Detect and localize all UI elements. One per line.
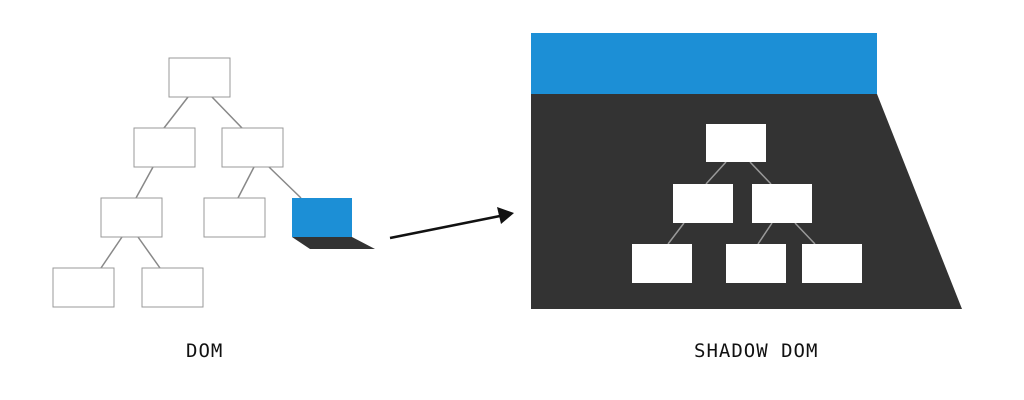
arrow-shaft (389, 214, 501, 240)
shadow-edge (757, 222, 773, 245)
shadow-node (802, 244, 862, 283)
shadow-edge (705, 161, 727, 185)
dom-node (221, 127, 284, 168)
dom-node-root (168, 57, 231, 98)
shadow-edge (667, 222, 685, 245)
dom-node (100, 197, 163, 238)
dom-edge (237, 166, 255, 199)
shadow-dom-label: SHADOW DOM (694, 340, 819, 362)
dom-label: DOM (186, 340, 224, 362)
shadow-host-shadow (292, 237, 375, 249)
shadow-node (632, 244, 692, 283)
dom-edge (268, 166, 302, 199)
dom-node (203, 197, 266, 238)
shadow-dom (531, 33, 962, 309)
shadow-node (726, 244, 786, 283)
shadow-tree-edges (667, 161, 816, 245)
shadow-node (752, 184, 812, 223)
shadow-header-bar (531, 33, 877, 94)
dom-tree (52, 57, 375, 308)
dom-tree-edges (100, 96, 302, 269)
dom-edge (163, 96, 189, 129)
shadow-tree-nodes (632, 124, 862, 283)
shadow-node (673, 184, 733, 223)
dom-edge (137, 236, 161, 269)
shadow-edge (794, 222, 816, 245)
dom-tree-nodes (52, 57, 284, 308)
dom-node (52, 267, 115, 308)
shadow-edge (749, 161, 772, 185)
dom-node (133, 127, 196, 168)
dom-edge (211, 96, 243, 129)
dom-edge (100, 236, 123, 269)
shadow-host-node (292, 198, 352, 237)
dom-node (141, 267, 204, 308)
dom-edge (135, 166, 154, 199)
arrow-head (497, 207, 514, 224)
attach-arrow (389, 207, 514, 240)
shadow-node-root (706, 124, 766, 162)
